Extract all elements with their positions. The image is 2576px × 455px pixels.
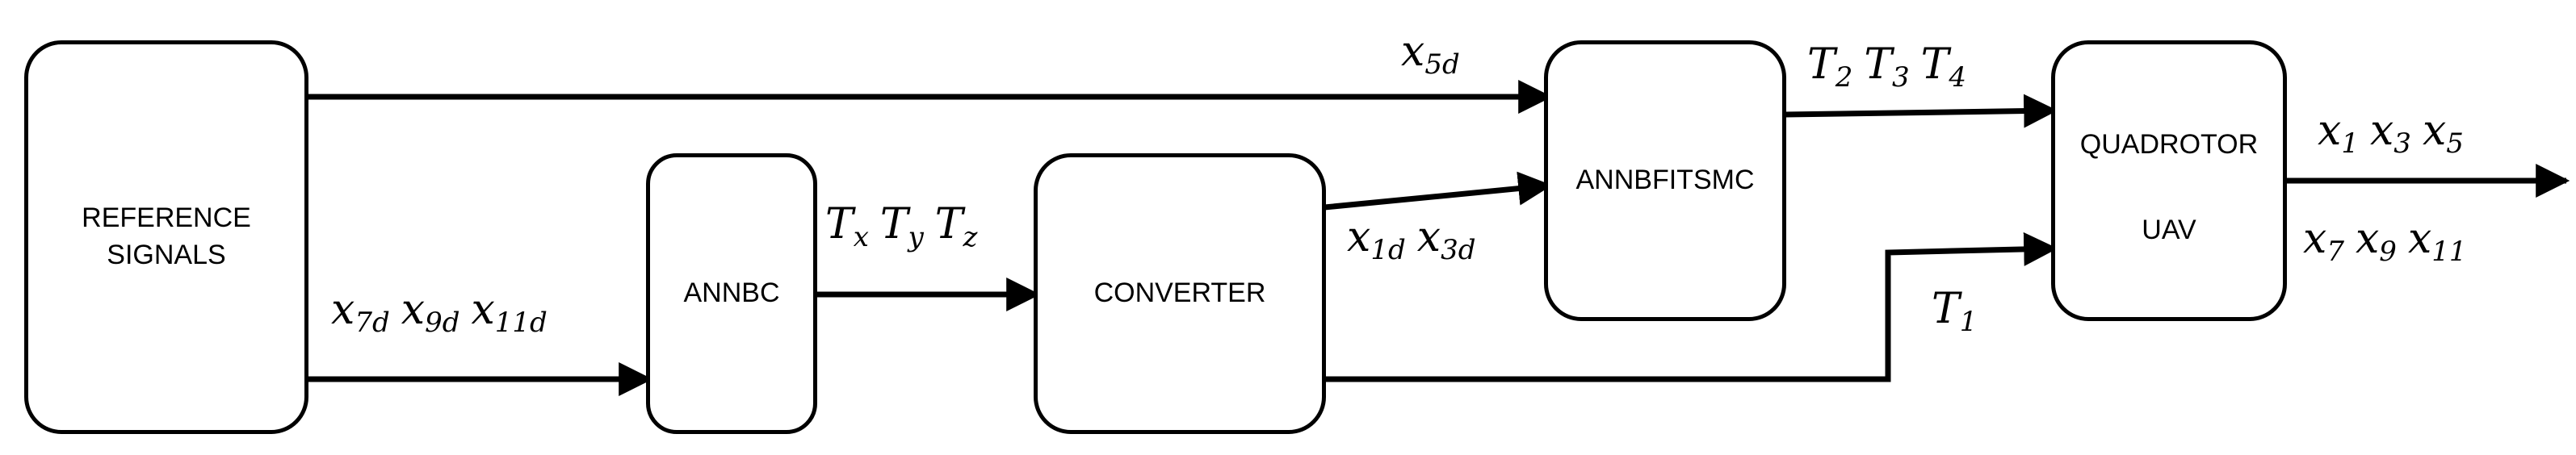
annbfitsmc-block: ANNBFITSMC (1544, 40, 1786, 321)
annbc-label: ANNBC (683, 278, 780, 309)
arrow-converter-to-annbfitsmc (1324, 171, 1553, 211)
signal-t1: T1 (1932, 285, 1978, 338)
quadrotor-uav-block: QUADROTOR UAV (2051, 40, 2287, 321)
uav-label: UAV (2142, 214, 2196, 245)
annbc-block: ANNBC (646, 153, 817, 434)
quadrotor-label: QUADROTOR (2079, 129, 2259, 160)
reference-signals-block: REFERENCE SIGNALS (24, 40, 308, 434)
converter-block: CONVERTER (1034, 153, 1326, 434)
reference-signals-label-line2: SIGNALS (107, 240, 226, 270)
signal-x5d: x5d (1401, 27, 1460, 81)
arrow-annbfitsmc-to-quadrotor (1784, 94, 2058, 128)
reference-signals-label-line1: REFERENCE (82, 202, 251, 234)
arrow-converter-to-quadrotor (1324, 232, 2058, 382)
annbfitsmc-label: ANNBFITSMC (1575, 165, 1755, 196)
converter-label: CONVERTER (1093, 278, 1266, 309)
